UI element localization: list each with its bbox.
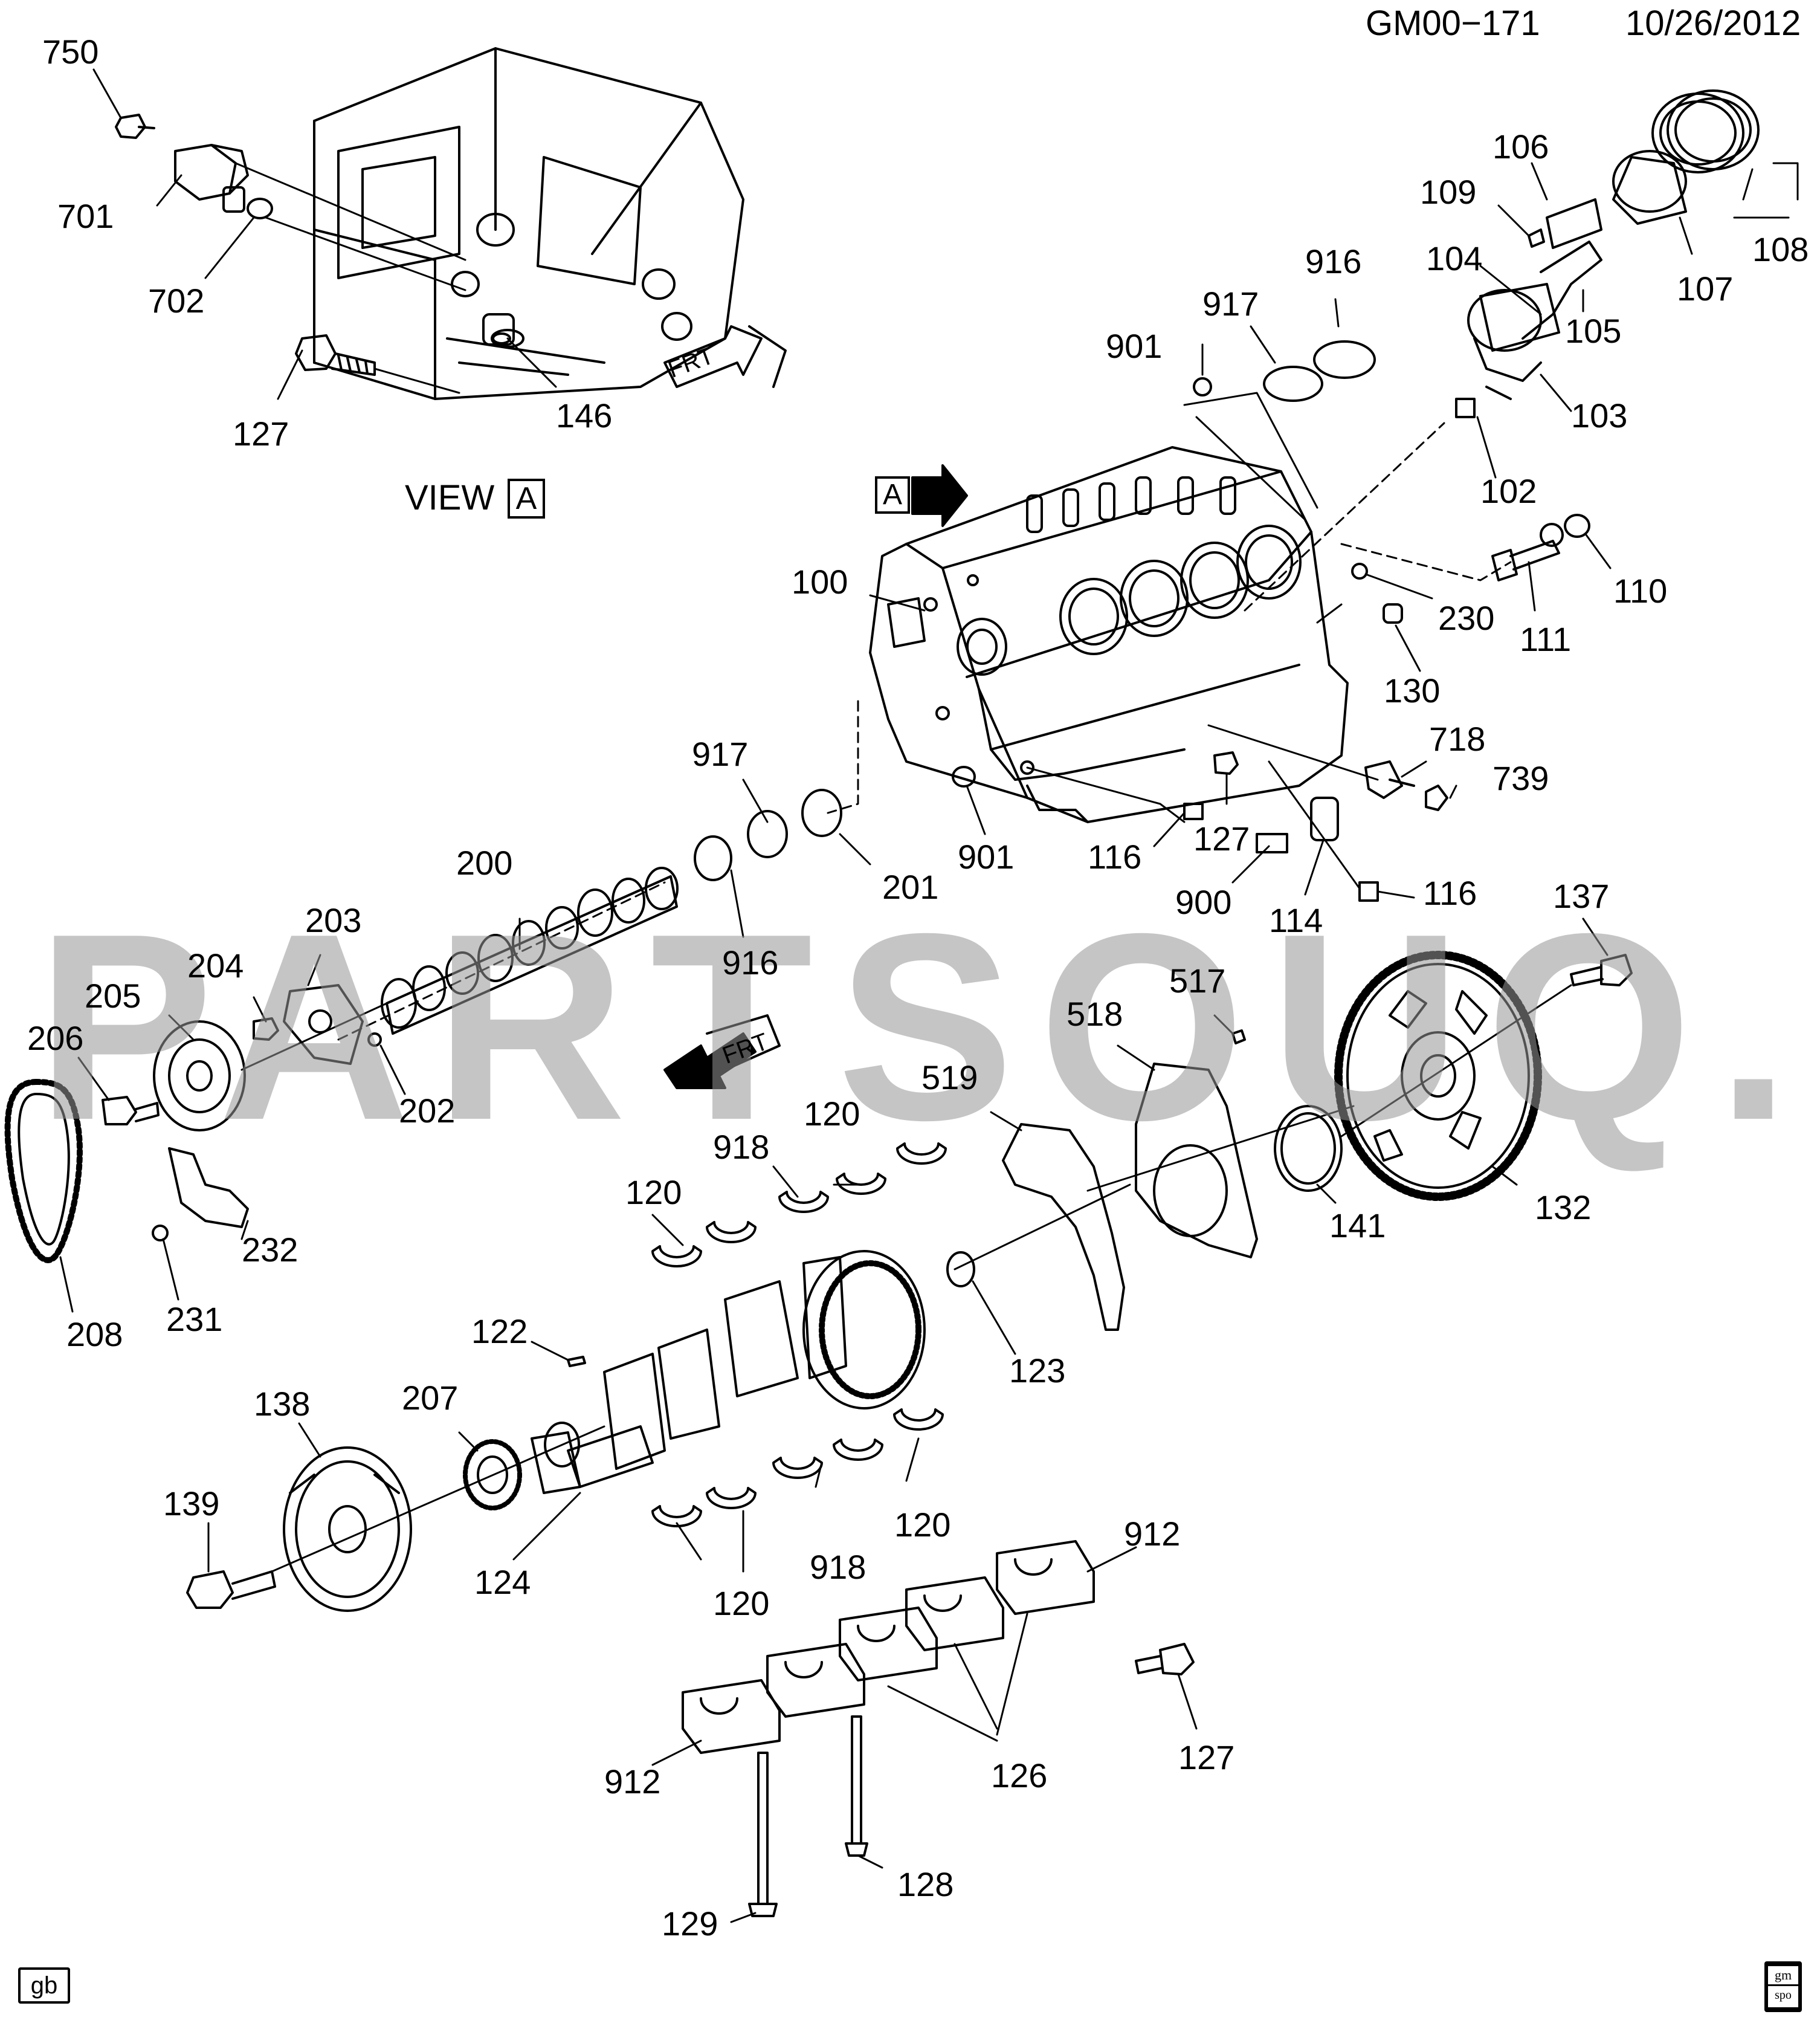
engine-block — [827, 392, 1512, 890]
callout-120-d: 120 — [713, 1584, 770, 1622]
timing-chain — [4, 1079, 83, 1263]
callout-127-view: 127 — [233, 415, 289, 453]
callout-123: 123 — [1009, 1351, 1066, 1390]
callout-139: 139 — [163, 1484, 220, 1523]
callout-202: 202 — [399, 1092, 456, 1130]
callout-918-b: 918 — [810, 1548, 866, 1586]
callout-205: 205 — [85, 977, 141, 1015]
callout-232: 232 — [242, 1231, 298, 1269]
callout-132: 132 — [1535, 1188, 1592, 1226]
callout-129: 129 — [662, 1905, 718, 1943]
callout-201: 201 — [882, 868, 939, 906]
callout-918-a: 918 — [713, 1128, 770, 1166]
callout-204: 204 — [187, 947, 244, 985]
callout-917-top: 917 — [1202, 285, 1259, 323]
camshaft — [102, 789, 842, 1131]
callout-912-left: 912 — [604, 1762, 661, 1801]
callout-901-top: 901 — [1106, 327, 1163, 365]
callout-146: 146 — [556, 396, 613, 435]
callout-207: 207 — [402, 1379, 459, 1417]
callout-110: 110 — [1613, 572, 1668, 610]
callout-116-right: 116 — [1423, 874, 1477, 912]
callout-200: 200 — [456, 844, 513, 882]
callout-701: 701 — [57, 197, 114, 235]
callout-127-block: 127 — [1193, 820, 1250, 858]
callout-203: 203 — [305, 901, 362, 939]
callout-519: 519 — [921, 1058, 978, 1096]
callout-102: 102 — [1480, 472, 1537, 510]
frt-arrow-lower — [663, 1014, 781, 1089]
callout-206: 206 — [27, 1019, 84, 1057]
flywheel — [1334, 951, 1633, 1201]
watermark: PARTSOUQ.COM — [36, 879, 1820, 1176]
callout-916-top: 916 — [1305, 242, 1362, 280]
logo-bottom-text: spo — [1775, 1989, 1792, 2002]
callout-120-a: 120 — [804, 1095, 860, 1133]
block-small-parts — [952, 514, 1590, 902]
main-bearing-caps — [682, 1540, 1195, 1917]
callout-103: 103 — [1571, 396, 1628, 435]
document-id: GM00−171 — [1366, 4, 1540, 43]
view-label: VIEW — [405, 478, 495, 517]
callout-901-block: 901 — [958, 838, 1015, 876]
callout-230: 230 — [1438, 599, 1495, 637]
logo-top-text: gm — [1768, 1966, 1798, 1986]
callout-106: 106 — [1492, 128, 1549, 166]
callout-108: 108 — [1752, 230, 1809, 268]
rear-cover — [954, 1029, 1355, 1331]
callout-120-b: 120 — [625, 1173, 682, 1211]
callout-750: 750 — [42, 33, 99, 71]
view-a-inset — [115, 47, 787, 400]
callout-912-right: 912 — [1124, 1515, 1181, 1553]
view-letter-box: A — [508, 479, 545, 519]
block-marker-box: A — [875, 476, 910, 514]
main-bearing-shells — [651, 1142, 947, 1527]
callout-208: 208 — [66, 1315, 123, 1353]
document-date: 10/26/2012 — [1625, 4, 1801, 43]
callout-916-cam: 916 — [722, 943, 779, 982]
footer-tag: gb — [18, 1967, 70, 2004]
crankshaft — [186, 1250, 975, 1612]
callout-122: 122 — [471, 1312, 528, 1350]
chain-tensioner — [152, 1147, 249, 1241]
callout-702: 702 — [148, 282, 205, 320]
callout-128: 128 — [897, 1865, 954, 1903]
callout-120-c: 120 — [894, 1506, 951, 1544]
callout-104: 104 — [1426, 239, 1483, 277]
callout-900: 900 — [1175, 883, 1232, 921]
callout-130: 130 — [1384, 672, 1441, 710]
callout-739: 739 — [1492, 759, 1549, 797]
callout-231: 231 — [166, 1300, 223, 1338]
callout-114: 114 — [1269, 901, 1323, 939]
callout-100: 100 — [792, 563, 848, 601]
piston-assembly — [1193, 89, 1760, 418]
callout-109: 109 — [1420, 173, 1477, 211]
callout-141: 141 — [1329, 1206, 1386, 1244]
callout-517: 517 — [1169, 962, 1226, 1000]
callout-105: 105 — [1565, 312, 1622, 350]
callout-718: 718 — [1429, 720, 1486, 758]
callout-127-caps: 127 — [1178, 1738, 1235, 1776]
callout-124: 124 — [474, 1563, 531, 1601]
leader-lines — [59, 68, 1799, 1923]
callout-116-left: 116 — [1088, 838, 1142, 876]
callout-107: 107 — [1677, 270, 1734, 308]
callout-518: 518 — [1067, 995, 1123, 1033]
callout-126: 126 — [991, 1756, 1048, 1795]
callout-917-cam: 917 — [692, 735, 749, 773]
callout-111: 111 — [1520, 620, 1572, 658]
callout-138: 138 — [254, 1385, 311, 1423]
callout-137: 137 — [1553, 877, 1610, 915]
gm-spo-logo: gm spo — [1764, 1961, 1802, 2012]
